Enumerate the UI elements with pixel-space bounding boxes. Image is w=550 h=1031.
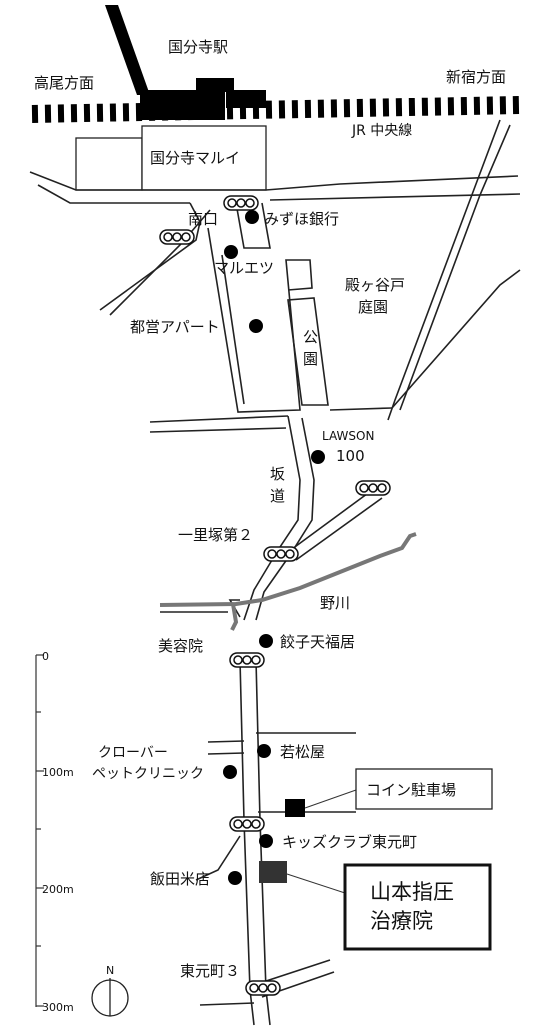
- maruetsu-label: マルエツ: [214, 259, 274, 277]
- toei-marker: [249, 319, 263, 333]
- lawson-label: LAWSON: [322, 429, 374, 443]
- beauty-salon-label: 美容院: [158, 637, 203, 655]
- target-clinic-label-1: 山本指圧: [370, 880, 454, 904]
- station-name-label: 国分寺駅: [168, 38, 228, 56]
- maruetsu-marker: [224, 245, 238, 259]
- higashimotomachi-label: 東元町３: [180, 962, 240, 980]
- ichirizuka-label: 一里塚第２: [178, 526, 253, 544]
- traffic-signal-icon: [223, 195, 259, 211]
- clover-label-2: ペットクリニック: [92, 766, 204, 782]
- marui-label: 国分寺マルイ: [150, 149, 240, 167]
- toei-label: 都営アパート: [130, 318, 220, 336]
- traffic-signal-icons: [159, 195, 391, 996]
- station-building-graphic: [105, 5, 266, 120]
- coin-parking-marker: [285, 799, 305, 817]
- station-building-left: [75, 137, 143, 191]
- iida-marker: [228, 871, 242, 885]
- clinic-pointer: [286, 873, 346, 894]
- jr-line-label: JR 中央線: [351, 123, 412, 139]
- traffic-signal-icon: [229, 816, 265, 832]
- coin-parking-label: コイン駐車場: [366, 781, 456, 799]
- scale-label-300: 300m: [42, 1001, 74, 1014]
- coin-parking-box: [355, 768, 493, 810]
- wakamatsu-label: 若松屋: [280, 743, 325, 761]
- clover-marker: [223, 765, 237, 779]
- iida-label: 飯田米店: [150, 870, 210, 888]
- traffic-signal-icon: [229, 652, 265, 668]
- scale-label-100: 100m: [42, 766, 74, 779]
- slope-label-2: 道: [270, 487, 285, 505]
- gyoza-label: 餃子天福居: [280, 633, 355, 651]
- mizuho-label: みずほ銀行: [264, 210, 339, 228]
- park-label-2: 園: [303, 350, 318, 368]
- park-label-1: 公: [303, 328, 318, 346]
- traffic-signal-icon: [263, 546, 299, 562]
- nogawa-river: [159, 532, 417, 607]
- kids-club-marker: [259, 834, 273, 848]
- south-exit-label: 南口: [188, 210, 218, 228]
- scale-label-200: 200m: [42, 883, 74, 896]
- shinjuku-direction-label: 新宿方面: [446, 68, 506, 86]
- jr-chuo-line-track: [31, 96, 521, 123]
- scale-bar: [35, 654, 44, 1007]
- traffic-signal-icon: [159, 229, 195, 245]
- tonogayato-line1: 殿ヶ谷戸: [345, 276, 405, 294]
- lawson-marker: [311, 450, 325, 464]
- river-inlet: [230, 603, 239, 631]
- tonogayato-line2: 庭園: [358, 298, 388, 316]
- traffic-signal-icon: [355, 480, 391, 496]
- north-label: N: [106, 964, 114, 977]
- landmark-markers: [223, 210, 325, 885]
- clover-label-1: クローバー: [98, 745, 168, 761]
- north-compass-icon: [91, 978, 129, 1017]
- labels: 国分寺駅 高尾方面 新宿方面 JR 中央線 国分寺マルイ 南口 みずほ銀行 マル…: [34, 38, 506, 1014]
- target-clinic-marker: [259, 861, 287, 883]
- wakamatsu-marker: [257, 744, 271, 758]
- gyoza-marker: [259, 634, 273, 648]
- marui-building: [141, 125, 267, 191]
- kids-club-label: キッズクラブ東元町: [282, 833, 417, 851]
- target-clinic-label-2: 治療院: [370, 909, 433, 933]
- slope-label-1: 坂: [270, 465, 285, 483]
- takao-direction-label: 高尾方面: [34, 74, 94, 92]
- target-clinic-box: [343, 863, 492, 951]
- nogawa-label: 野川: [320, 594, 350, 612]
- lawson-100-label: 100: [336, 447, 365, 465]
- mizuho-marker: [245, 210, 259, 224]
- scale-label-0: 0: [42, 650, 49, 663]
- traffic-signal-icon: [245, 980, 281, 996]
- parking-pointer: [304, 789, 357, 809]
